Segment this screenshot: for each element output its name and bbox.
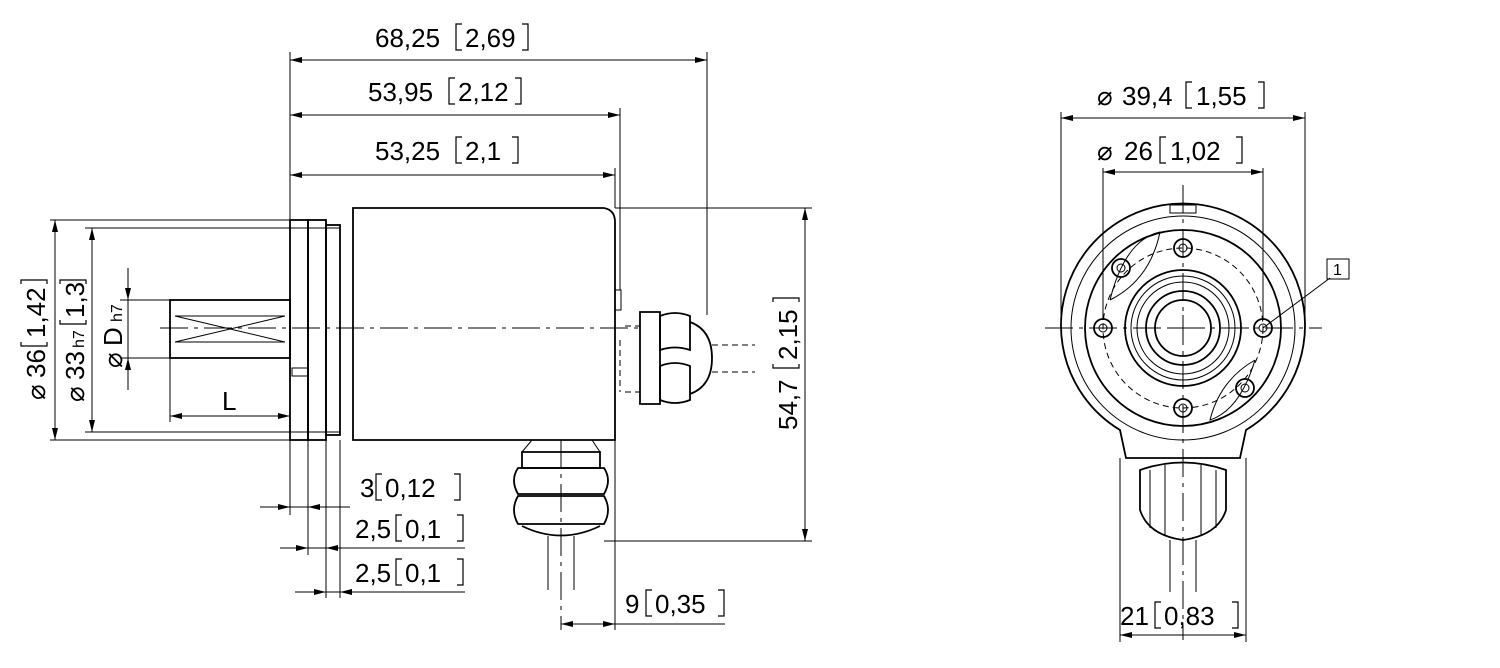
shaft xyxy=(169,299,291,359)
dim-height-value: 54,7 xyxy=(773,379,803,430)
dim-dia-d-tolerance: h7 xyxy=(109,304,126,322)
dim-dia-d: ⌀ D h7 xyxy=(98,268,131,390)
dim-53-95: 53,95 2,12 xyxy=(290,77,620,118)
dim-flange-2-5-a: 2,5 0,1 xyxy=(280,514,465,551)
dim-dia-39-4-symbol: ⌀ xyxy=(1097,81,1113,111)
dim-68-25-value: 68,25 xyxy=(375,23,440,53)
dim-53-25-inch: 2,1 xyxy=(465,136,501,166)
dim-shaft-length: L xyxy=(169,358,291,440)
front-cable-gland xyxy=(1139,461,1227,592)
dim-height-inch: 2,15 xyxy=(773,309,803,360)
dim-flange-3-inch: 0,12 xyxy=(385,473,436,503)
dim-dia-33-value: 33 xyxy=(60,351,90,380)
dim-flange-3-value: 3 xyxy=(360,473,374,503)
dim-flange-2-5-b-value: 2,5 xyxy=(355,558,391,588)
housing-body xyxy=(352,207,622,441)
dim-dia-26-symbol: ⌀ xyxy=(1097,136,1113,166)
dim-dia-39-4: ⌀ 39,4 1,55 xyxy=(1061,81,1305,121)
mounting-holes xyxy=(1093,238,1273,418)
dim-dia-39-4-value: 39,4 xyxy=(1122,81,1173,111)
dim-dia-d-symbol: ⌀ xyxy=(98,352,128,368)
shaft-ring-outer xyxy=(1124,269,1242,387)
bottom-cable-gland xyxy=(513,439,609,630)
dim-53-25: 53,25 2,1 xyxy=(290,136,615,178)
dim-flange-2-5-b: 2,5 0,1 xyxy=(295,558,465,595)
dim-width-21-value: 21 xyxy=(1120,601,1149,631)
radial-cable-gland xyxy=(619,311,755,405)
dim-flange-3: 3 0,12 xyxy=(260,473,461,510)
dim-width-21: 21 0,83 xyxy=(1120,601,1246,638)
dim-flange-2-5-b-inch: 0,1 xyxy=(405,558,441,588)
dim-dia-26: ⌀ 26 1,02 xyxy=(1097,136,1263,175)
top-notch xyxy=(1169,204,1197,214)
dim-flange-2-5-a-inch: 0,1 xyxy=(405,514,441,544)
dim-dia-39-4-inch: 1,55 xyxy=(1196,81,1247,111)
dim-flange-2-5-a-value: 2,5 xyxy=(355,514,391,544)
dim-dia-33-tolerance: h7 xyxy=(71,330,88,348)
dim-shaft-length-label: L xyxy=(222,386,236,416)
dim-width-21-inch: 0,83 xyxy=(1164,601,1215,631)
dim-dia-36-inch: 1,42 xyxy=(21,287,51,338)
flange xyxy=(289,219,341,441)
dim-53-95-value: 53,95 xyxy=(368,77,433,107)
dim-cable-offset: 9 0,35 xyxy=(561,589,725,627)
dim-cable-offset-inch: 0,35 xyxy=(655,589,706,619)
side-view: 68,25 2,69 53,95 2,12 53,25 2,1 xyxy=(20,23,812,630)
dim-dia-26-inch: 1,02 xyxy=(1170,136,1221,166)
dim-dia-36-symbol: ⌀ xyxy=(21,384,51,400)
dim-53-95-inch: 2,12 xyxy=(458,77,509,107)
dim-dia-33: ⌀ 33 h7 1,3 xyxy=(59,228,95,432)
dim-53-25-value: 53,25 xyxy=(375,136,440,166)
front-view: 1 ⌀ 39,4 1,55 ⌀ 26 1,02 xyxy=(1045,81,1350,642)
dim-dia-d-value: D xyxy=(98,327,128,346)
dim-height-54-7: 54,7 2,15 xyxy=(772,208,808,541)
dim-dia-33-symbol: ⌀ xyxy=(60,386,90,402)
shaft-face xyxy=(1154,299,1212,357)
dim-dia-36: ⌀ 36 1,42 xyxy=(20,220,58,440)
callout-1-label: 1 xyxy=(1333,262,1342,279)
dim-68-25-inch: 2,69 xyxy=(465,23,516,53)
dim-dia-33-inch: 1,3 xyxy=(60,282,90,318)
dim-dia-26-value: 26 xyxy=(1124,136,1153,166)
housing-outline xyxy=(1060,202,1306,459)
dim-68-25: 68,25 2,69 xyxy=(290,23,707,63)
callout-1: 1 xyxy=(1262,258,1350,329)
dim-dia-36-value: 36 xyxy=(21,349,51,378)
dim-cable-offset-value: 9 xyxy=(625,589,639,619)
